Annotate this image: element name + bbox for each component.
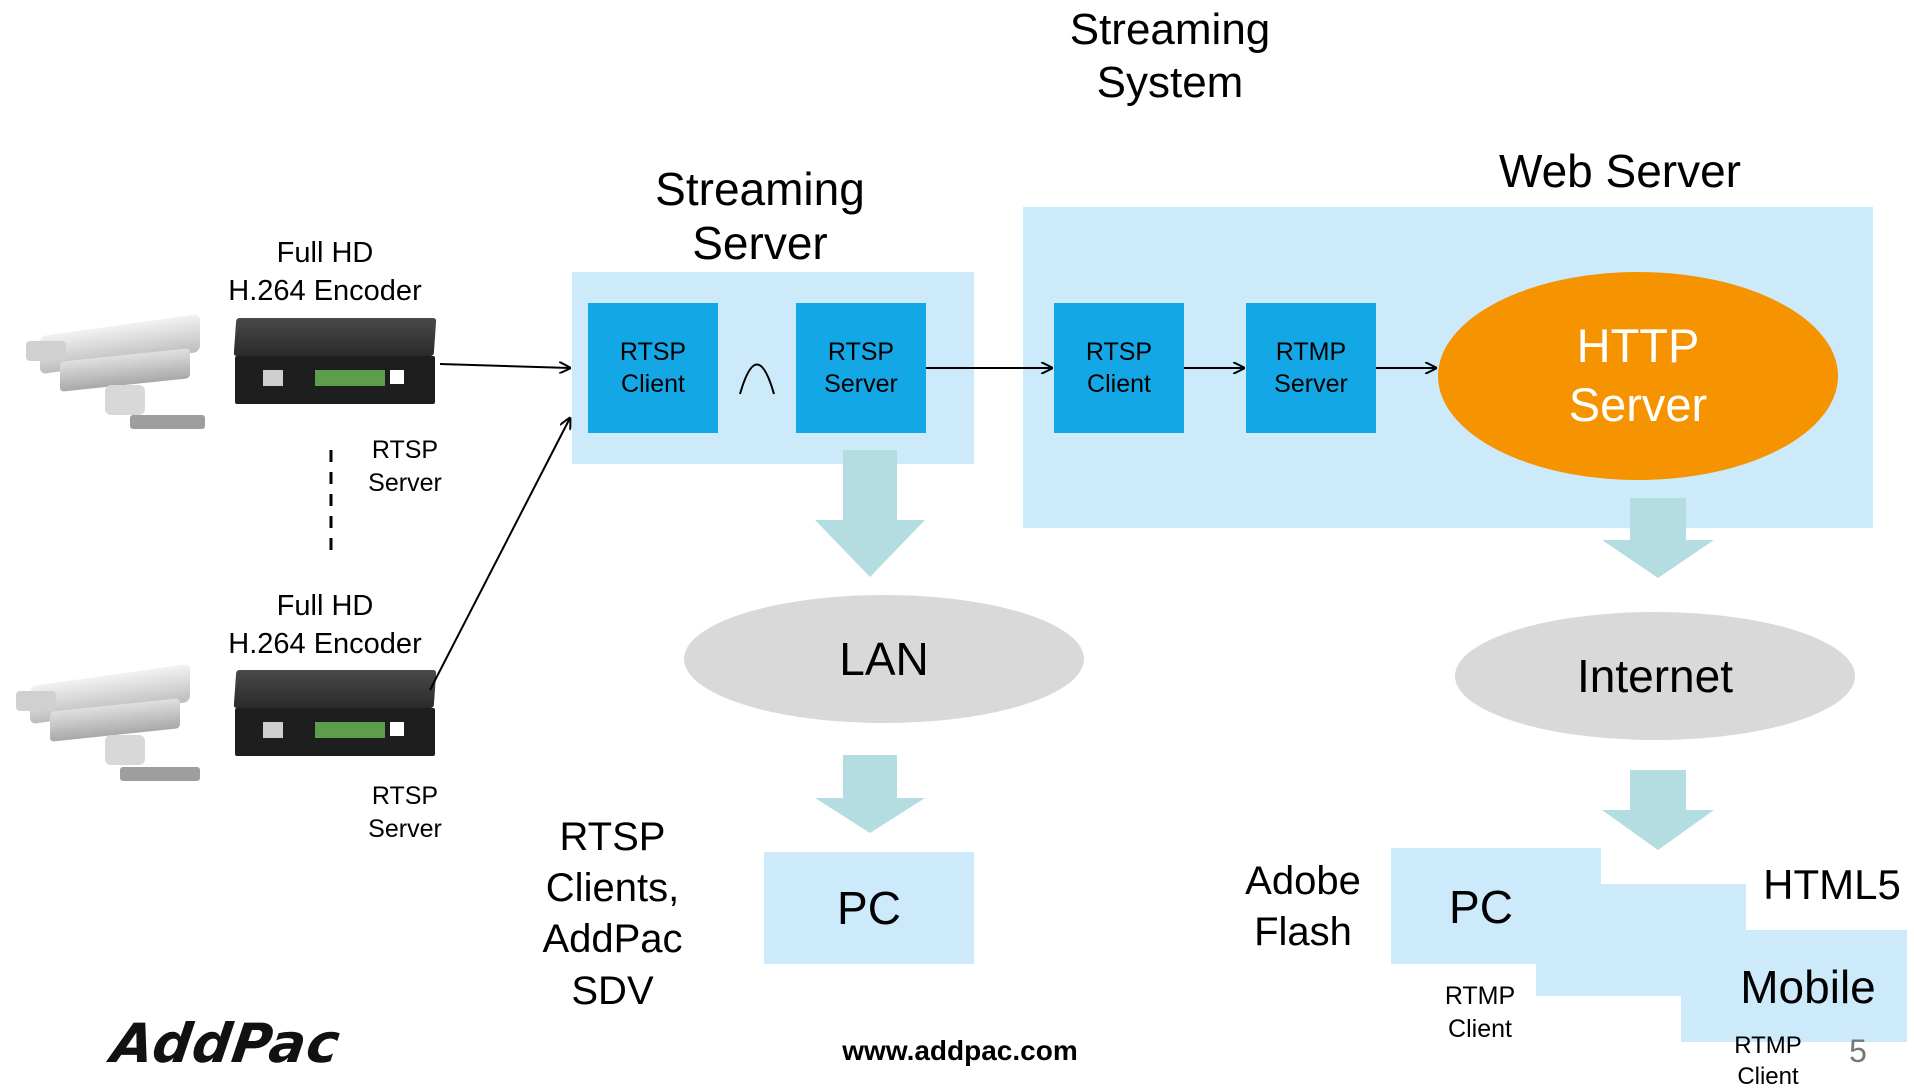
streaming-server-title: Streaming Server bbox=[620, 162, 900, 271]
rtsp-clients-line4: SDV bbox=[571, 968, 654, 1013]
streaming-system-title-line1: Streaming bbox=[1069, 5, 1271, 54]
arrow-encoder1-to-server bbox=[439, 364, 570, 368]
page-number: 5 bbox=[1849, 1033, 1867, 1069]
rtmp-server-box-line2: Server bbox=[1274, 370, 1348, 398]
rtmp-server-box-line1: RTMP bbox=[1275, 337, 1347, 366]
encoder2-line1: Full HD bbox=[276, 590, 374, 622]
html5-label: HTML5 bbox=[1763, 861, 1901, 908]
encoder1-line1: Full HD bbox=[276, 237, 374, 269]
rtsp-client-box-line2: Client bbox=[621, 370, 685, 398]
encoder1-role-label: RTSP Server bbox=[355, 434, 455, 499]
rtsp-clients-line2: Clients, bbox=[545, 866, 680, 911]
adobe-flash-line2: Flash bbox=[1254, 910, 1352, 955]
pc-lan-label: PC bbox=[837, 882, 901, 934]
rtsp-server-box-line1: RTSP bbox=[827, 337, 895, 366]
rtsp-server-box-line2: Server bbox=[824, 370, 898, 398]
block-arrow-internet-to-devices bbox=[1602, 770, 1714, 850]
encoder-2-device-icon bbox=[233, 670, 437, 760]
relay-symbol bbox=[739, 363, 775, 395]
encoder1-role-line2: Server bbox=[368, 468, 442, 497]
camera-1-icon bbox=[20, 305, 210, 435]
rtmp-client-mobile-line1: RTMP bbox=[1734, 1032, 1802, 1059]
encoder2-line2: H.264 Encoder bbox=[228, 628, 422, 661]
internet-label: Internet bbox=[1577, 650, 1733, 702]
encoder2-label: Full HD H.264 Encoder bbox=[200, 587, 450, 664]
streaming-server-title-line2: Server bbox=[692, 217, 828, 270]
block-arrow-web-to-internet bbox=[1602, 498, 1714, 578]
mobile-box bbox=[1681, 930, 1907, 1042]
http-server-line2: Server bbox=[1568, 378, 1708, 431]
encoder2-role-line1: RTSP bbox=[371, 782, 439, 810]
addpac-logo: AddPac bbox=[107, 1012, 345, 1075]
rtsp-client-box-line1: RTSP bbox=[619, 337, 687, 366]
encoder-1-device-icon bbox=[233, 318, 437, 408]
streaming-server-title-line1: Streaming bbox=[655, 163, 865, 215]
http-server-line1: HTTP bbox=[1576, 319, 1700, 373]
web-server-title: Web Server bbox=[1498, 145, 1742, 197]
streaming-system-title: Streaming System bbox=[1030, 4, 1310, 110]
rtsp-client-box: RTSP Client bbox=[588, 303, 718, 433]
rtmp-client-pc-label: RTMP Client bbox=[1430, 980, 1530, 1045]
rtsp-clients-line1: RTSP bbox=[559, 815, 666, 859]
pc-lan-box: PC bbox=[764, 852, 974, 964]
encoder1-label: Full HD H.264 Encoder bbox=[200, 234, 450, 311]
pc-web-label: PC bbox=[1449, 881, 1513, 933]
web-rtsp-client-box-line2: Client bbox=[1087, 370, 1151, 398]
rtsp-clients-label: RTSP Clients, AddPac SDV bbox=[520, 812, 705, 1017]
footer-url[interactable]: www.addpac.com bbox=[842, 1035, 1078, 1066]
block-arrow-server-to-lan bbox=[815, 450, 925, 577]
lan-oval: LAN bbox=[684, 595, 1084, 723]
web-rtsp-client-box: RTSP Client bbox=[1054, 303, 1184, 433]
internet-oval: Internet bbox=[1455, 612, 1855, 740]
lan-label: LAN bbox=[839, 633, 929, 685]
camera-2-icon bbox=[10, 655, 200, 790]
arrow-encoder2-to-server bbox=[429, 418, 570, 691]
rtsp-server-box: RTSP Server bbox=[796, 303, 926, 433]
rtmp-server-box: RTMP Server bbox=[1246, 303, 1376, 433]
encoder2-role-label: RTSP Server bbox=[355, 780, 455, 845]
encoder1-line2: H.264 Encoder bbox=[228, 275, 422, 308]
adobe-flash-label: Adobe Flash bbox=[1228, 856, 1378, 958]
rtsp-clients-line3: AddPac bbox=[542, 917, 683, 962]
streaming-system-title-line2: System bbox=[1096, 57, 1244, 107]
block-arrow-lan-to-pc bbox=[815, 755, 925, 833]
adobe-flash-line1: Adobe bbox=[1245, 859, 1361, 903]
mobile-label: Mobile bbox=[1740, 961, 1876, 1013]
encoder1-role-line1: RTSP bbox=[371, 436, 439, 464]
rtmp-client-pc-line1: RTMP bbox=[1444, 982, 1516, 1010]
web-rtsp-client-box-line1: RTSP bbox=[1085, 337, 1153, 366]
encoder2-role-line2: Server bbox=[368, 814, 442, 843]
rtmp-client-pc-line2: Client bbox=[1448, 1014, 1512, 1043]
